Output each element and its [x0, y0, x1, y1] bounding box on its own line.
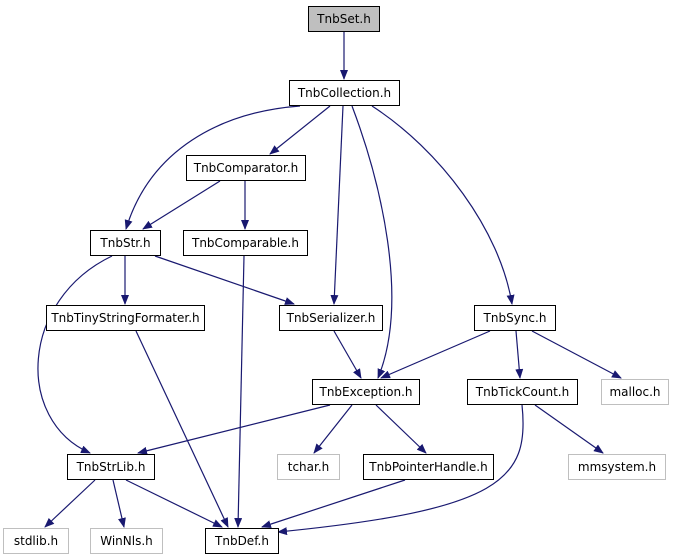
- node-box: [67, 454, 155, 480]
- edge-tnb-str-to-tnb-serializer: [154, 255, 295, 305]
- node-box: [312, 379, 420, 405]
- edge-tnb-collection-to-tnb-sync: [371, 105, 515, 305]
- edge-tnb-tick-count-to-mmsystem: [534, 404, 604, 454]
- node-label: TnbPointerHandle.h: [368, 460, 487, 474]
- edge-tnb-collection-to-tnb-serializer: [330, 105, 344, 305]
- node-label: TnbSerializer.h: [286, 311, 376, 325]
- edges-layer: [37, 32, 622, 536]
- node-box: [279, 305, 383, 331]
- node-box: [308, 6, 380, 32]
- node-label: TnbException.h: [318, 385, 412, 399]
- node-box: [90, 230, 161, 256]
- edge-tnb-exception-to-tnb-str-lib: [137, 404, 331, 455]
- node-label: tchar.h: [288, 460, 330, 474]
- node-label: TnbSync.h: [483, 311, 547, 325]
- node-label: TnbTickCount.h: [475, 385, 569, 399]
- node-box: [277, 454, 340, 480]
- edge-tnb-tick-count-to-tnb-def: [277, 404, 524, 536]
- edge-tnb-comparator-to-tnb-str: [142, 180, 221, 230]
- node-label: mmsystem.h: [578, 460, 656, 474]
- edge-tnb-collection-to-tnb-comparator: [269, 105, 331, 155]
- node-tnb-tick-count[interactable]: TnbTickCount.h: [467, 379, 578, 405]
- node-box: [183, 230, 308, 256]
- node-tnb-def[interactable]: TnbDef.h: [205, 528, 279, 554]
- node-label: TnbCollection.h: [297, 86, 391, 100]
- node-tnb-tiny-string-formater[interactable]: TnbTinyStringFormater.h: [46, 305, 205, 331]
- node-box: [90, 528, 163, 554]
- node-box: [568, 454, 666, 480]
- edge-tnb-sync-to-tnb-exception: [380, 330, 491, 379]
- edge-tnb-sync-to-tnb-tick-count: [515, 330, 524, 379]
- node-box: [205, 528, 279, 554]
- node-label: TnbStr.h: [99, 236, 150, 250]
- node-tnb-comparator[interactable]: TnbComparator.h: [186, 155, 306, 181]
- node-label: TnbTinyStringFormater.h: [50, 311, 199, 325]
- edge-tnb-exception-to-tnb-pointer-handle: [375, 404, 427, 454]
- node-tnb-set[interactable]: TnbSet.h: [308, 6, 380, 32]
- node-label: TnbDef.h: [214, 534, 269, 548]
- edge-tnb-pointer-handle-to-tnb-def: [261, 479, 406, 528]
- node-label: stdlib.h: [14, 534, 58, 548]
- node-box: [46, 305, 205, 331]
- node-label: malloc.h: [609, 385, 660, 399]
- node-label: TnbSet.h: [316, 12, 371, 26]
- edge-tnb-str-to-tnb-str-lib: [37, 255, 113, 454]
- edge-tnb-str-lib-to-stdlib: [44, 479, 96, 528]
- node-tnb-str-lib[interactable]: TnbStrLib.h: [67, 454, 155, 480]
- edge-tnb-comparable-to-tnb-def: [234, 255, 245, 528]
- node-box: [186, 155, 306, 181]
- node-tnb-pointer-handle[interactable]: TnbPointerHandle.h: [363, 454, 494, 480]
- node-tchar: tchar.h: [277, 454, 340, 480]
- nodes-layer: TnbSet.hTnbCollection.hTnbComparator.hTn…: [3, 6, 669, 554]
- edge-tnb-sync-to-malloc: [531, 330, 622, 379]
- node-box: [363, 454, 494, 480]
- node-tnb-sync[interactable]: TnbSync.h: [474, 305, 556, 331]
- node-box: [3, 528, 69, 554]
- node-label: TnbComparator.h: [193, 161, 299, 175]
- edge-tnb-str-lib-to-win-nls: [112, 479, 126, 528]
- edge-tnb-tiny-string-formater-to-tnb-def: [135, 330, 229, 528]
- node-tnb-comparable[interactable]: TnbComparable.h: [183, 230, 308, 256]
- node-box: [289, 80, 400, 106]
- node-stdlib: stdlib.h: [3, 528, 69, 554]
- node-mmsystem: mmsystem.h: [568, 454, 666, 480]
- node-malloc: malloc.h: [601, 379, 669, 405]
- node-tnb-serializer[interactable]: TnbSerializer.h: [279, 305, 383, 331]
- node-tnb-collection[interactable]: TnbCollection.h: [289, 80, 400, 106]
- edge-tnb-str-lib-to-tnb-def: [125, 479, 223, 528]
- edge-tnb-serializer-to-tnb-exception: [333, 330, 362, 379]
- node-label: TnbComparable.h: [191, 236, 299, 250]
- node-tnb-str[interactable]: TnbStr.h: [90, 230, 161, 256]
- node-win-nls: WinNls.h: [90, 528, 163, 554]
- edge-tnb-collection-to-tnb-str: [124, 105, 301, 230]
- node-box: [474, 305, 556, 331]
- node-box: [467, 379, 578, 405]
- node-tnb-exception[interactable]: TnbException.h: [312, 379, 420, 405]
- node-label: WinNls.h: [100, 534, 153, 548]
- node-box: [601, 379, 669, 405]
- node-label: TnbStrLib.h: [76, 460, 146, 474]
- edge-tnb-exception-to-tchar: [313, 404, 353, 454]
- edge-tnb-collection-to-tnb-exception: [351, 105, 393, 379]
